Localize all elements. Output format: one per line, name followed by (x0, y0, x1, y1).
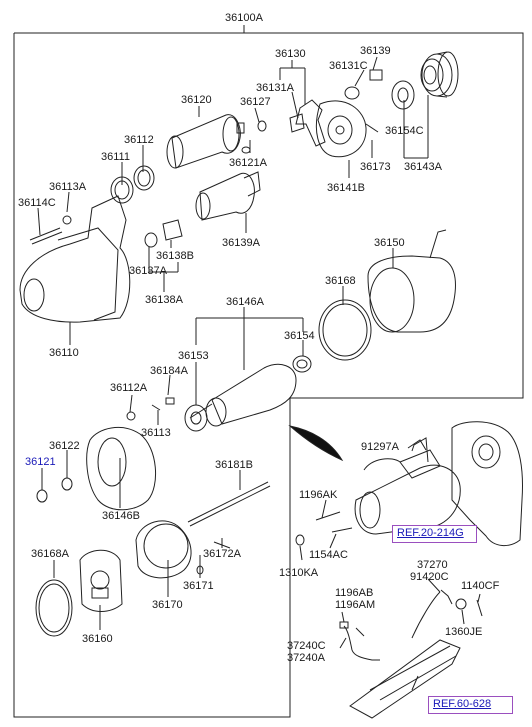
label-36121a: 36121A (229, 157, 267, 169)
ref-link-60-628[interactable]: REF.60-628 (433, 698, 492, 710)
brush-holder-36160 (79, 549, 123, 612)
label-36154c: 36154C (385, 125, 424, 137)
label-1196am: 1196AM (335, 599, 376, 611)
label-36146a: 36146A (226, 296, 264, 308)
label-1360je: 1360JE (445, 626, 483, 638)
label-36122: 36122 (49, 440, 80, 452)
label-37240c: 37240C (287, 640, 326, 652)
label-36112: 36112 (124, 134, 154, 146)
label-36127: 36127 (240, 96, 271, 108)
label-36138a: 36138A (145, 294, 183, 306)
label-36146b: 36146B (102, 510, 140, 522)
label-91297a: 91297A (361, 441, 399, 453)
yoke-36150 (367, 255, 456, 333)
label-36114c: 36114C (18, 197, 56, 209)
cable-37240 (343, 625, 380, 661)
label-37270: 37270 (417, 559, 448, 571)
label-36168: 36168 (325, 275, 356, 287)
label-36112a: 36112A (110, 382, 148, 394)
transmission-housing (451, 421, 523, 546)
label-1154ac: 1154AC (309, 549, 348, 561)
label-36168a: 36168A (31, 548, 69, 560)
armature-36146a (211, 364, 297, 425)
label-1140cf: 1140CF (461, 580, 500, 592)
starter-assembly (354, 464, 461, 535)
label-36143a: 36143A (404, 161, 442, 173)
label-36120: 36120 (181, 94, 212, 106)
brush-cover-36170 (135, 520, 192, 579)
label-36113: 36113 (141, 427, 171, 439)
label-36184a: 36184A (150, 365, 188, 377)
label-36110: 36110 (49, 347, 79, 359)
ref-link-20-214g[interactable]: REF.20-214G (397, 527, 464, 539)
label-1310ka: 1310KA (279, 567, 319, 579)
label-36130: 36130 (275, 48, 306, 60)
label-36113a: 36113A (49, 181, 87, 193)
label-36173: 36173 (360, 161, 391, 173)
front-housing-36110 (19, 195, 131, 323)
label-36141b: 36141B (327, 182, 365, 194)
label-36171: 36171 (183, 580, 214, 592)
callout-arrow (288, 425, 344, 462)
label-36139a: 36139A (222, 237, 260, 249)
ref-box-60-628 (428, 696, 513, 714)
label-36139: 36139 (360, 45, 391, 57)
assembly-frame (13, 32, 524, 718)
label-36172a: 36172A (203, 548, 241, 560)
label-36150: 36150 (374, 237, 405, 249)
label-36121: 36121 (25, 456, 56, 468)
label-36153: 36153 (178, 350, 209, 362)
label-37240a: 37240A (287, 652, 325, 664)
label-36137a: 36137A (129, 265, 167, 277)
label-1196ak: 1196AK (299, 489, 338, 501)
cable-37270 (411, 591, 441, 639)
label-36131c: 36131C (329, 60, 368, 72)
label-36111: 36111 (101, 151, 130, 163)
end-cover-36146b (86, 426, 157, 511)
label-36138b: 36138B (156, 250, 194, 262)
label-36100a: 36100A (225, 12, 263, 24)
label-36170: 36170 (152, 599, 183, 611)
label-36160: 36160 (82, 633, 113, 645)
ref-box-20-214g (392, 525, 477, 543)
label-91420c: 91420C (410, 571, 449, 583)
label-36181b: 36181B (215, 459, 253, 471)
label-1196ab: 1196AB (335, 587, 374, 599)
label-36131a: 36131A (256, 82, 294, 94)
label-36154: 36154 (284, 330, 315, 342)
